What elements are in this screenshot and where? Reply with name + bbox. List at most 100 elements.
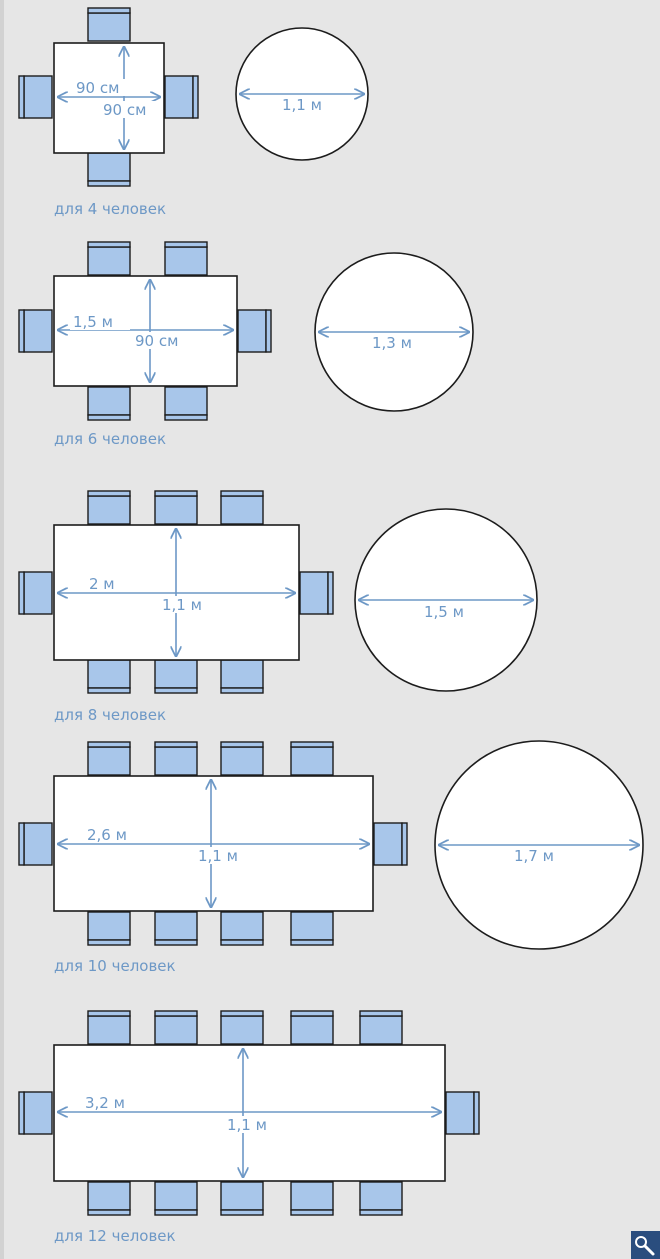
- label-mask: [418, 603, 474, 620]
- chair-back: [18, 571, 25, 615]
- caption: для 10 человек: [54, 957, 176, 975]
- chair: [220, 659, 264, 689]
- caption: для 6 человек: [54, 430, 166, 448]
- chair: [23, 1091, 53, 1135]
- chair-back: [87, 490, 131, 497]
- chair: [87, 152, 131, 182]
- chairs: [18, 7, 199, 187]
- chair-back: [290, 1010, 334, 1017]
- chair-back: [154, 1209, 198, 1216]
- chair: [87, 911, 131, 941]
- chair-back: [164, 241, 208, 248]
- chair-back: [154, 687, 198, 694]
- chair: [164, 386, 208, 416]
- chair-back: [220, 490, 264, 497]
- chair: [164, 75, 194, 119]
- chair-back: [290, 1209, 334, 1216]
- chair-back: [87, 180, 131, 187]
- square-table: [53, 42, 165, 154]
- chair-back: [87, 414, 131, 421]
- chair-back: [87, 687, 131, 694]
- chair-back: [401, 822, 408, 866]
- chair: [154, 495, 198, 525]
- chair-back: [154, 939, 198, 946]
- layout-4-persons: 90 см 90 см 1,1 м для 4 человек: [18, 7, 369, 218]
- label-mask: [276, 96, 332, 113]
- caption: для 8 человек: [54, 706, 166, 724]
- chair: [23, 571, 53, 615]
- chair: [87, 1015, 131, 1045]
- chair-back: [87, 1010, 131, 1017]
- chair: [154, 659, 198, 689]
- chair: [164, 246, 208, 276]
- chair: [23, 75, 53, 119]
- chair-back: [87, 741, 131, 748]
- chair: [154, 911, 198, 941]
- chair: [154, 746, 198, 776]
- chair-back: [87, 1209, 131, 1216]
- length-label: 90 см: [76, 79, 119, 97]
- chair: [87, 12, 131, 42]
- layout-6-persons: 1,5 м 90 см 1,3 м для 6 человек: [18, 241, 474, 448]
- label-mask: [223, 1116, 283, 1133]
- rectangular-table: [53, 275, 238, 387]
- chair: [359, 1181, 403, 1211]
- label-mask: [82, 1094, 138, 1111]
- chair-back: [265, 309, 272, 353]
- chair-back: [290, 939, 334, 946]
- width-label: 90 см: [103, 101, 146, 119]
- label-mask: [194, 847, 254, 864]
- label-mask: [72, 79, 138, 96]
- caption: для 12 человек: [54, 1227, 176, 1245]
- chair-back: [220, 939, 264, 946]
- chair: [290, 1181, 334, 1211]
- chairs: [18, 1010, 480, 1216]
- chair-back: [290, 741, 334, 748]
- label-mask: [508, 847, 564, 864]
- round-label: 1,3 м: [372, 334, 412, 352]
- chair: [154, 1181, 198, 1211]
- label-mask: [84, 826, 138, 843]
- chair-back: [327, 571, 334, 615]
- length-label: 2 м: [89, 575, 115, 593]
- chair: [23, 822, 53, 866]
- chair: [23, 309, 53, 353]
- chair: [290, 746, 334, 776]
- chair-back: [359, 1010, 403, 1017]
- length-label: 1,5 м: [73, 313, 113, 331]
- chair-back: [18, 75, 25, 119]
- width-label: 1,1 м: [198, 847, 238, 865]
- zoom-button[interactable]: [631, 1231, 660, 1259]
- chair: [87, 246, 131, 276]
- chair: [290, 911, 334, 941]
- chair-back: [359, 1209, 403, 1216]
- chair: [220, 1015, 264, 1045]
- chair: [220, 911, 264, 941]
- label-mask: [132, 332, 192, 349]
- chair-back: [18, 309, 25, 353]
- chair: [220, 1181, 264, 1211]
- magnifier-icon: [635, 1236, 655, 1256]
- chair-back: [154, 1010, 198, 1017]
- chairs: [18, 241, 272, 421]
- chair-back: [220, 1209, 264, 1216]
- round-label: 1,7 м: [514, 847, 554, 865]
- label-mask: [158, 596, 218, 613]
- chair-back: [164, 414, 208, 421]
- chair: [87, 659, 131, 689]
- chair: [87, 386, 131, 416]
- chair-back: [220, 687, 264, 694]
- chair: [445, 1091, 475, 1135]
- chair: [290, 1015, 334, 1045]
- label-mask: [100, 101, 160, 118]
- round-label: 1,5 м: [424, 603, 464, 621]
- chair-back: [18, 822, 25, 866]
- chair: [154, 1015, 198, 1045]
- chair: [220, 495, 264, 525]
- layout-10-persons: 2,6 м 1,1 м 1,7 м для 10 человек: [18, 740, 644, 975]
- rectangular-table: [53, 1044, 446, 1182]
- width-label: 1,1 м: [227, 1116, 267, 1134]
- label-mask: [70, 313, 130, 330]
